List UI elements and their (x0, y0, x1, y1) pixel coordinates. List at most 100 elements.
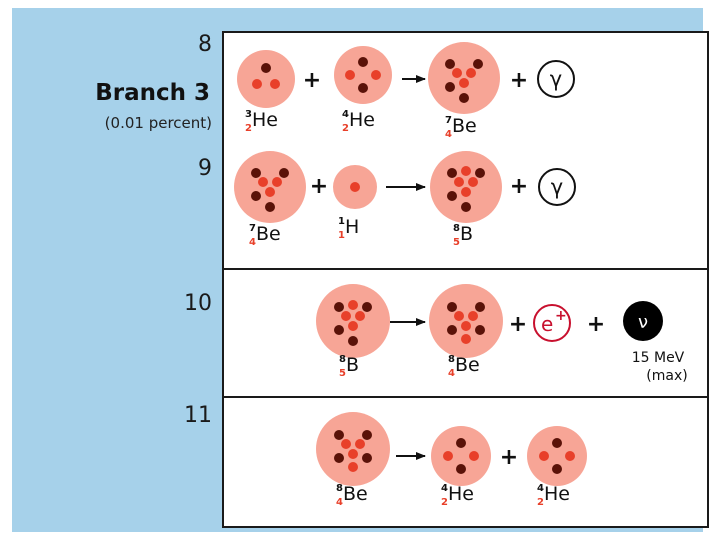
plus-sign: + (510, 174, 528, 199)
neutron (456, 438, 466, 448)
plus-sign: + (509, 312, 527, 337)
neutrino-energy-note: (max) (646, 368, 687, 384)
proton (355, 439, 365, 449)
mass-number: 8 (448, 354, 455, 365)
neutron (475, 168, 485, 178)
proton (265, 187, 275, 197)
element-symbol: He (544, 483, 570, 505)
gamma-ray: γ (538, 168, 576, 206)
mass-number: 4 (537, 483, 544, 494)
mass-number: 1 (338, 216, 345, 227)
proton (461, 321, 471, 331)
element-symbol: He (349, 109, 375, 131)
atomic-number: 4 (445, 129, 452, 140)
positron: e+ (533, 304, 571, 342)
neutron (334, 325, 344, 335)
mass-number: 8 (336, 483, 343, 494)
mass-number: 8 (339, 354, 346, 365)
proton (355, 311, 365, 321)
step-number-9: 9 (198, 156, 212, 181)
neutron (358, 57, 368, 67)
neutron (445, 82, 455, 92)
proton (461, 187, 471, 197)
proton (459, 78, 469, 88)
gamma-symbol: γ (551, 175, 563, 199)
proton (341, 439, 351, 449)
proton (348, 300, 358, 310)
step-number-11: 11 (184, 403, 212, 428)
proton (272, 177, 282, 187)
plus-sign: + (587, 312, 605, 337)
gamma-ray: γ (537, 60, 575, 98)
proton (461, 166, 471, 176)
element-symbol: Be (256, 223, 281, 245)
element-symbol: B (460, 223, 473, 245)
neutron (473, 59, 483, 69)
neutron (362, 430, 372, 440)
proton (443, 451, 453, 461)
element-symbol: Be (343, 483, 368, 505)
mass-number: 7 (445, 115, 452, 126)
element-symbol: He (252, 109, 278, 131)
positron-symbol: e (541, 312, 553, 336)
proton (348, 321, 358, 331)
neutron (251, 168, 261, 178)
neutron (261, 63, 271, 73)
neutron (475, 325, 485, 335)
neutron (459, 93, 469, 103)
step-number-10: 10 (184, 291, 212, 316)
neutron (279, 168, 289, 178)
neutron (447, 191, 457, 201)
neutron (362, 453, 372, 463)
atomic-number: 2 (342, 123, 349, 134)
atomic-number: 4 (249, 237, 256, 248)
plus-sign: + (510, 68, 528, 93)
atomic-number: 5 (453, 237, 460, 248)
proton (454, 311, 464, 321)
neutron (445, 59, 455, 69)
plus-sign: + (310, 174, 328, 199)
element-symbol: Be (452, 115, 477, 137)
atomic-number: 5 (339, 368, 346, 379)
neutron (475, 302, 485, 312)
plus-sign: + (303, 68, 321, 93)
proton (371, 70, 381, 80)
proton (461, 334, 471, 344)
neutron (447, 168, 457, 178)
proton (350, 182, 360, 192)
mass-number: 8 (453, 223, 460, 234)
atomic-number: 2 (537, 497, 544, 508)
mass-number: 7 (249, 223, 256, 234)
neutron (552, 438, 562, 448)
proton (468, 311, 478, 321)
neutron (334, 302, 344, 312)
proton (469, 451, 479, 461)
atomic-number: 4 (336, 497, 343, 508)
neutron (265, 202, 275, 212)
atomic-number: 2 (245, 123, 252, 134)
positron-charge: + (555, 308, 567, 324)
atomic-number: 2 (441, 497, 448, 508)
proton (468, 177, 478, 187)
element-symbol: Be (455, 354, 480, 376)
proton (348, 462, 358, 472)
proton (341, 311, 351, 321)
proton (466, 68, 476, 78)
proton (452, 68, 462, 78)
mass-number: 4 (441, 483, 448, 494)
neutron (348, 336, 358, 346)
mass-number: 3 (245, 109, 252, 120)
proton (539, 451, 549, 461)
proton (270, 79, 280, 89)
plus-sign: + (500, 445, 518, 470)
mass-number: 4 (342, 109, 349, 120)
neutron (552, 464, 562, 474)
